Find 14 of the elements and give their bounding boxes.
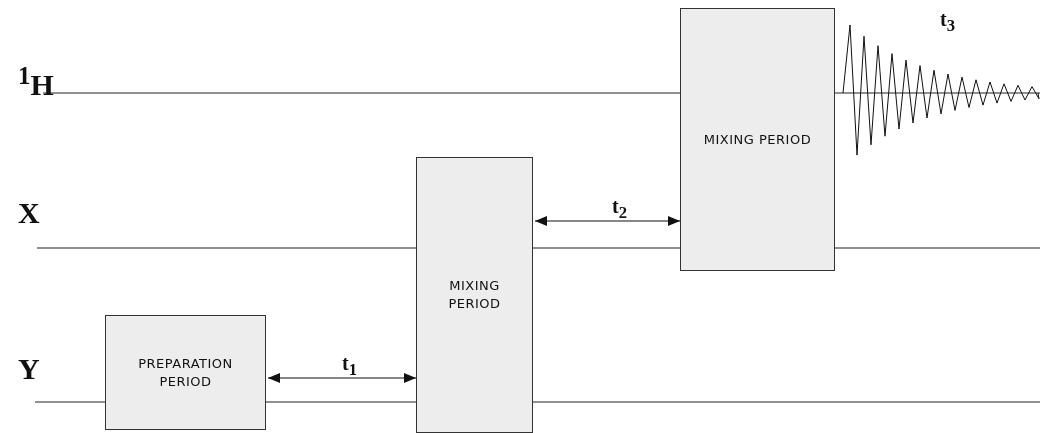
edge-label: t$_{1}$ [342,352,357,380]
period-box [105,315,266,430]
period-label: PREPARATION PERIOD [137,354,234,391]
channel-label: X [18,196,40,230]
edge-label: t$_{2}$ [612,195,627,223]
period-box [416,157,533,433]
channel-label: $^{1}$H [18,62,54,102]
double-arrow [534,216,681,226]
period-label: MIXING PERIOD [447,277,502,313]
double-arrow [267,373,417,383]
period-box [680,8,835,271]
period-label: MIXING PERIOD [702,130,813,149]
channel-label: Y [18,352,40,386]
time-label: t$_{3}$ [940,8,955,36]
